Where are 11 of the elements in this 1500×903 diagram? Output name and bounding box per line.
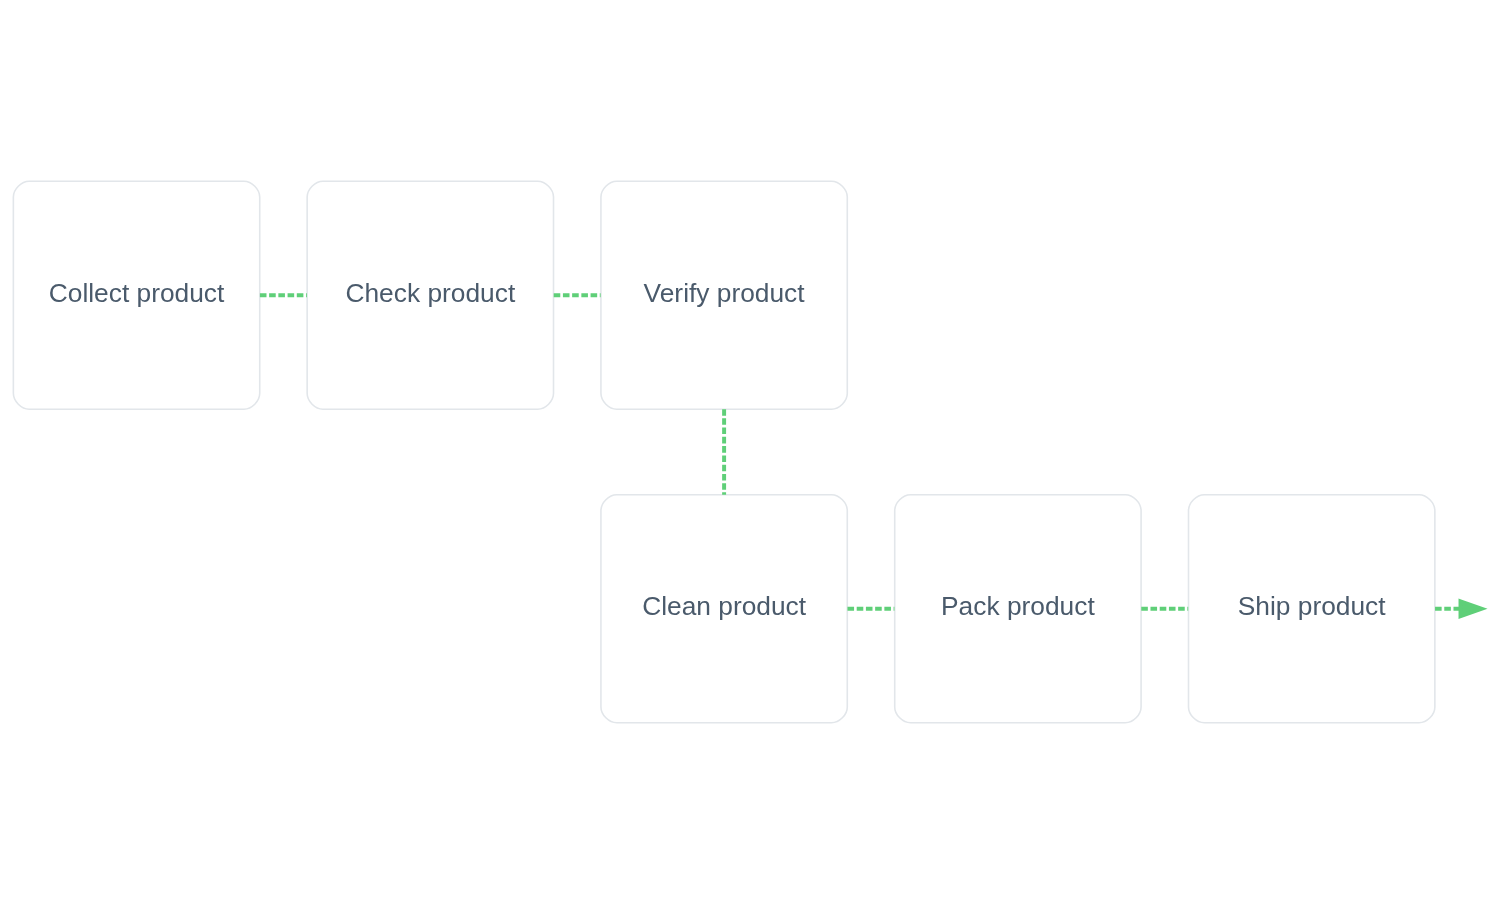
node-box: Check product	[306, 180, 555, 410]
connector	[722, 408, 727, 495]
node-box: Verify product	[600, 180, 849, 410]
arrow	[1435, 598, 1488, 619]
node-box: Clean product	[600, 493, 849, 723]
connector	[259, 292, 307, 297]
node-box: Ship product	[1187, 493, 1436, 723]
connector	[553, 292, 601, 297]
node-box: Collect product	[12, 180, 261, 410]
connector	[1141, 606, 1189, 611]
node-box: Pack product	[893, 493, 1142, 723]
